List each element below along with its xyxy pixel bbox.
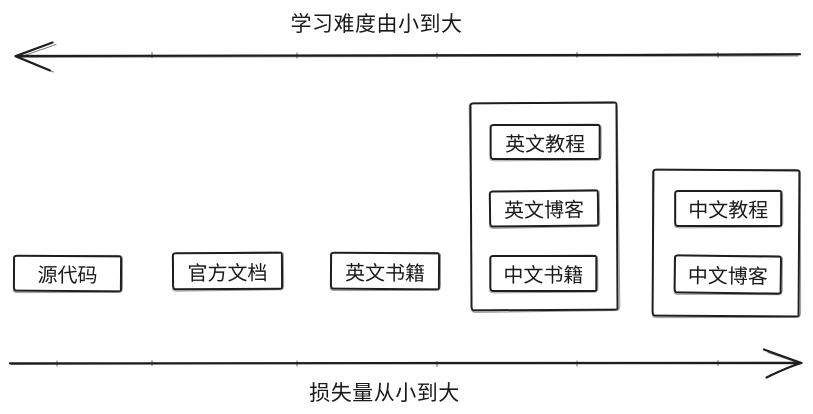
node-chinese-books: 中文书籍 <box>489 254 598 293</box>
node-label: 英文博客 <box>503 199 585 223</box>
node-english-tutorials: 英文教程 <box>489 123 601 161</box>
bottom-axis-label: 损失量从小到大 <box>309 382 460 405</box>
top-axis-label: 学习难度由小到大 <box>290 13 463 36</box>
node-label: 源代码 <box>37 264 98 288</box>
group-english-resources: 英文教程 英文博客 中文书籍 <box>469 101 619 312</box>
bottom-axis-line-sketch <box>10 363 800 366</box>
node-english-blogs: 英文博客 <box>488 189 600 228</box>
top-axis-line <box>14 53 802 58</box>
node-english-books: 英文书籍 <box>329 251 441 291</box>
top-axis-line-sketch <box>16 55 799 58</box>
node-label: 英文教程 <box>505 133 586 156</box>
node-label: 英文书籍 <box>344 262 426 285</box>
top-axis-arrow <box>14 41 802 73</box>
node-chinese-tutorials: 中文教程 <box>674 189 783 228</box>
left-arrowhead-icon <box>14 41 54 72</box>
group-chinese-resources: 中文教程 中文博客 <box>651 168 801 318</box>
right-arrowhead-icon <box>762 348 803 379</box>
left-arrowhead-sketch <box>18 43 57 73</box>
node-source-code: 源代码 <box>12 254 123 293</box>
node-label: 中文博客 <box>687 265 768 289</box>
bottom-axis-line <box>8 361 803 365</box>
right-arrowhead-sketch <box>767 351 800 376</box>
bottom-axis-arrow <box>8 348 803 379</box>
node-label: 中文书籍 <box>503 264 584 288</box>
node-label: 中文教程 <box>688 199 769 223</box>
node-chinese-blogs: 中文博客 <box>673 254 783 295</box>
node-official-docs: 官方文档 <box>171 251 284 291</box>
node-label: 官方文档 <box>187 262 268 285</box>
